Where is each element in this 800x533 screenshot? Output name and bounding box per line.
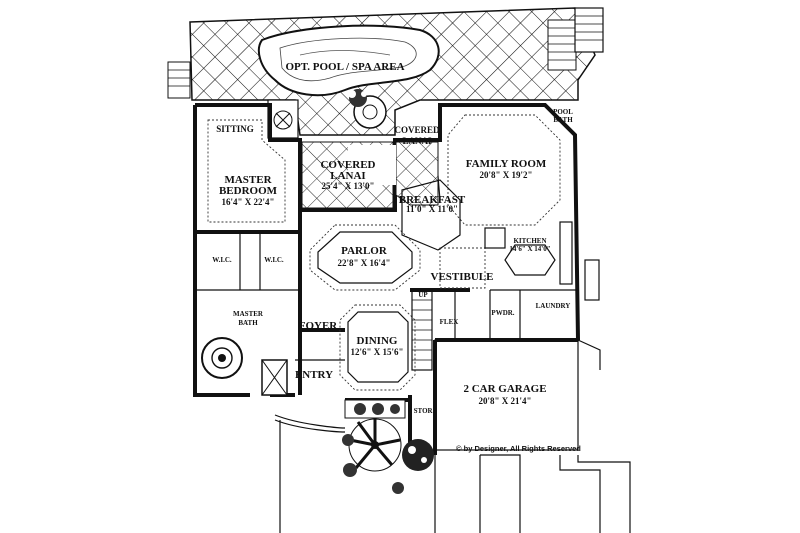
label-parlor: PARLOR (341, 245, 388, 257)
label-flex: FLEX (440, 318, 459, 326)
label-sitting: SITTING (216, 124, 254, 134)
label-master-bedroom-dim: 16'4" X 22'4" (222, 197, 275, 207)
pool-deck (167, 7, 604, 139)
copyright-notice: © by Designer, All Rights Reserved (456, 444, 581, 453)
label-kitchen-dim: 14'6" X 14'0" (509, 245, 550, 253)
label-master-bath-1: MASTER (233, 310, 264, 318)
label-foyer: FOYER (299, 320, 339, 332)
label-covered-lanai-small-1: COVERED (394, 125, 440, 135)
label-pool-bath-2: BATH (553, 116, 573, 124)
label-breakfast-dim: 11'0" X 11'0" (406, 204, 458, 214)
label-family-room-dim: 20'8" X 19'2" (480, 170, 533, 180)
label-master-bedroom-2: BEDROOM (219, 185, 278, 197)
label-master-bath-2: BATH (238, 319, 258, 327)
flower-icon (273, 110, 293, 130)
room-labels: OPT. POOL / SPA AREA POOL BATH SITTING C… (212, 61, 581, 453)
label-garage-dim: 20'8" X 21'4" (479, 396, 532, 406)
label-garage: 2 CAR GARAGE (463, 383, 546, 395)
plant-icon (348, 89, 367, 107)
label-family-room: FAMILY ROOM (466, 158, 547, 170)
label-pwdr: PWDR. (491, 309, 514, 317)
tub-icon (201, 337, 243, 379)
shrub-icon (402, 439, 434, 471)
label-wic-2: W.I.C. (264, 256, 284, 264)
label-entry: ENTRY (295, 369, 333, 381)
label-master-bedroom-1: MASTER (224, 174, 272, 186)
front-landscaping (274, 399, 434, 494)
label-breakfast: BREAKFAST (399, 194, 466, 206)
label-dining: DINING (357, 335, 398, 347)
label-stor: STOR. (414, 407, 435, 415)
label-pool-bath-1: POOL (553, 108, 573, 116)
label-covered-lanai-1: COVERED (320, 159, 375, 171)
label-laundry: LAUNDRY (536, 302, 571, 310)
label-up: UP (418, 291, 428, 299)
label-dining-dim: 12'6" X 15'6" (351, 347, 404, 357)
label-wic-1: W.I.C. (212, 256, 232, 264)
label-covered-lanai-small-2: LANAI (402, 136, 432, 146)
label-vestibule: VESTIBULE (431, 271, 494, 283)
label-kitchen: KITCHEN (513, 237, 546, 245)
site-lines (279, 259, 631, 533)
palm-icon (348, 418, 402, 472)
label-pool: OPT. POOL / SPA AREA (285, 61, 404, 73)
label-covered-lanai-dim: 25'4" X 13'0" (322, 181, 375, 191)
label-covered-lanai-2: LANAI (330, 170, 365, 182)
label-parlor-dim: 22'8" X 16'4" (338, 258, 391, 268)
